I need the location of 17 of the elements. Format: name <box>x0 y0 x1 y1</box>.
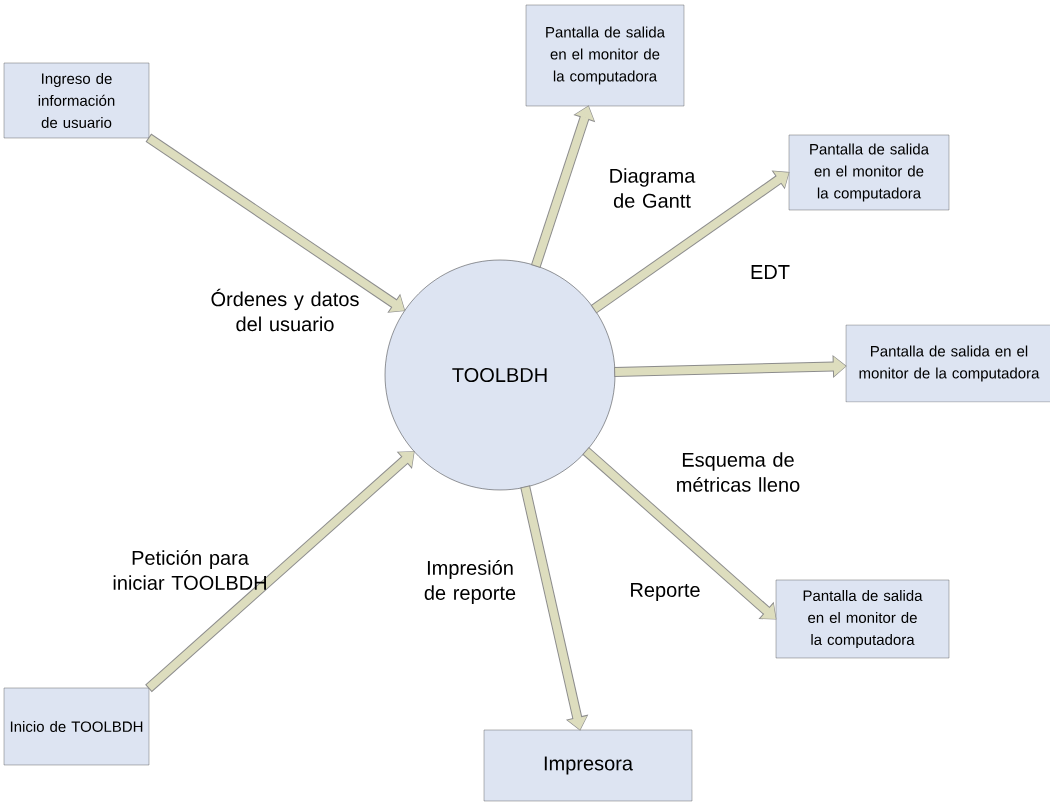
edge-label: Reporte <box>631 583 700 601</box>
arrow <box>590 170 790 314</box>
edge-label: Esquema de métricas lleno <box>677 452 800 492</box>
process-box: Pantalla de salida en el monitor de la computadora <box>775 579 950 659</box>
edge-label: Órdenes y datos del usuario <box>211 288 359 332</box>
edge-label: Petición para iniciar TOOLBDH <box>113 550 266 590</box>
process-box: Pantalla de salida en el monitor de la computadora <box>525 4 685 107</box>
process-box: Pantalla de salida en el monitor de la computadora <box>845 324 1050 403</box>
process-box: Ingreso de información de usuario <box>3 62 150 139</box>
edge-label: Diagrama de Gantt <box>610 168 696 208</box>
edge-label: Impresión de reporte <box>424 560 516 604</box>
process-box: Inicio de TOOLBDH <box>3 687 150 766</box>
process-box: Pantalla de salida en el monitor de la computadora <box>788 134 950 211</box>
arrow <box>582 446 777 620</box>
edge-label: EDT <box>751 265 790 279</box>
process-box: Impresora <box>483 729 693 802</box>
arrow <box>145 451 415 693</box>
